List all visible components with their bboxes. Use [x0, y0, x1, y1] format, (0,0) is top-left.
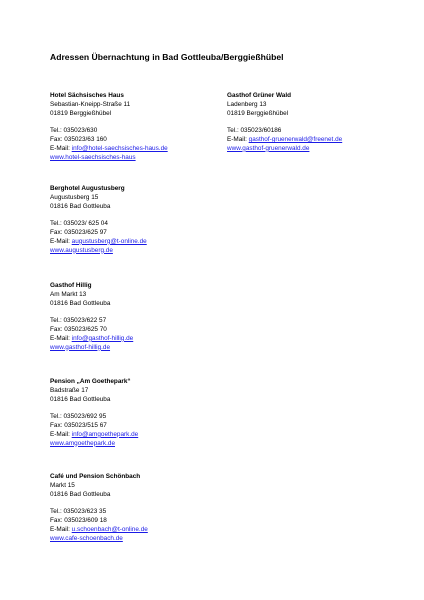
hotel-email-link[interactable]: augustusberg@t-online.de — [71, 237, 147, 245]
hotel-entry: Café und Pension Schönbach Markt 15 0181… — [50, 473, 148, 543]
hotel-email-link[interactable]: info@gasthof-hillig.de — [71, 334, 134, 342]
hotel-city: 01816 Bad Gottleuba — [50, 299, 111, 307]
page-title: Adressen Übernachtung in Bad Gottleuba/B… — [50, 52, 284, 62]
hotel-street: Markt 15 — [50, 481, 75, 489]
hotel-website-link[interactable]: www.augustusberg.de — [50, 246, 113, 254]
email-label: E-Mail: — [50, 525, 72, 533]
hotel-name: Gasthof Grüner Wald — [227, 92, 292, 99]
hotel-street: Sebastian-Kneipp-Straße 11 — [50, 100, 131, 108]
hotel-website-link[interactable]: www.cafe-schoenbach.de — [50, 534, 123, 542]
email-label: E-Mail: — [50, 144, 72, 152]
hotel-phone: Tel.: 035023/623 35 — [50, 508, 107, 516]
hotel-name: Gasthof Hillig — [50, 282, 92, 289]
hotel-city: 01816 Bad Gottleuba — [50, 395, 111, 403]
email-label: E-Mail: — [227, 135, 249, 143]
hotel-street: Augustusberg 15 — [50, 193, 99, 201]
email-label: E-Mail: — [50, 237, 72, 245]
hotel-email-link[interactable]: info@hotel-saechsisches-haus.de — [71, 144, 168, 152]
hotel-website-link[interactable]: www.gasthof-hillig.de — [50, 343, 111, 351]
hotel-name: Berghotel Augustusberg — [50, 185, 125, 192]
hotel-email-link[interactable]: u.schoenbach@t-online.de — [71, 525, 148, 533]
hotel-email-link[interactable]: info@amgoethepark.de — [71, 430, 139, 438]
hotel-website-link[interactable]: www.hotel-saechsisches-haus — [50, 153, 136, 161]
hotel-entry: Gasthof Grüner Wald Ladenberg 13 01819 B… — [227, 92, 342, 154]
hotel-city: 01819 Berggießhübel — [50, 109, 112, 117]
hotel-street: Badstraße 17 — [50, 386, 89, 394]
hotel-email-line: E-Mail: info@hotel-saechsisches-haus.de — [50, 145, 168, 154]
hotel-entry: Pension „Am Goethepark“ Badstraße 17 018… — [50, 378, 138, 448]
hotel-fax: Fax: 035023/625 70 — [50, 325, 107, 333]
hotel-email-line: E-Mail: info@gasthof-hillig.de — [50, 335, 133, 344]
hotel-email-line: E-Mail: augustusberg@t-online.de — [50, 238, 147, 247]
hotel-fax: Fax: 035023/609 18 — [50, 516, 107, 524]
hotel-email-line: E-Mail: info@amgoethepark.de — [50, 431, 138, 440]
hotel-email-line: E-Mail: u.schoenbach@t-online.de — [50, 526, 148, 535]
email-label: E-Mail: — [50, 430, 72, 438]
hotel-city: 01816 Bad Gottleuba — [50, 490, 111, 498]
hotel-email-link[interactable]: gasthof-gruenerwald@freenet.de — [248, 135, 343, 143]
hotel-entry: Gasthof Hillig Am Markt 13 01816 Bad Got… — [50, 282, 133, 352]
hotel-street: Am Markt 13 — [50, 290, 87, 298]
hotel-fax: Fax: 035023/515 67 — [50, 421, 107, 429]
hotel-name: Café und Pension Schönbach — [50, 473, 141, 480]
hotel-email-line: E-Mail: gasthof-gruenerwald@freenet.de — [227, 136, 342, 145]
hotel-phone: Tel.: 035023/60186 — [227, 127, 282, 135]
hotel-name: Hotel Sächsisches Haus — [50, 92, 124, 99]
hotel-phone: Tel.: 035023/622 57 — [50, 317, 107, 325]
hotel-entry: Hotel Sächsisches Haus Sebastian-Kneipp-… — [50, 92, 168, 162]
hotel-fax: Fax: 035023/625 97 — [50, 228, 107, 236]
hotel-name: Pension „Am Goethepark“ — [50, 378, 131, 385]
hotel-city: 01819 Berggießhübel — [227, 109, 289, 117]
hotel-street: Ladenberg 13 — [227, 100, 267, 108]
hotel-phone: Tel.: 035023/630 — [50, 127, 98, 135]
hotel-entry: Berghotel Augustusberg Augustusberg 15 0… — [50, 185, 147, 255]
hotel-fax: Fax: 035023/63 160 — [50, 135, 107, 143]
hotel-phone: Tel.: 035023/692 95 — [50, 413, 107, 421]
hotel-phone: Tel.: 035023/ 625 04 — [50, 220, 108, 228]
hotel-city: 01816 Bad Gottleuba — [50, 202, 111, 210]
hotel-website-link[interactable]: www.gasthof-gruenerwald.de — [227, 144, 310, 152]
hotel-website-link[interactable]: www.amgoethepark.de — [50, 439, 116, 447]
email-label: E-Mail: — [50, 334, 72, 342]
